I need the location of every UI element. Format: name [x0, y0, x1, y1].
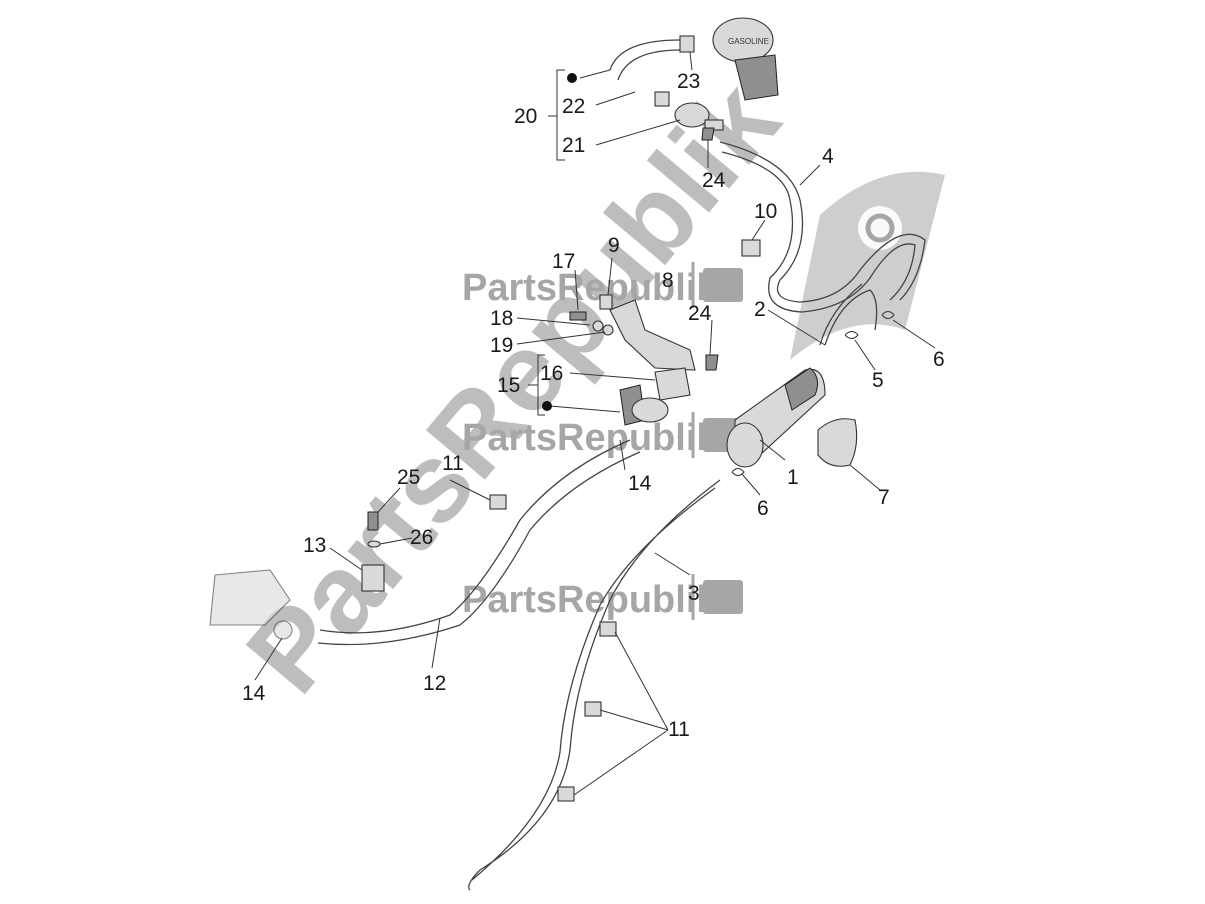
- callout-11-top: 11: [442, 452, 464, 475]
- callout-25: 25: [397, 466, 420, 489]
- solenoid-valve-15: [619, 367, 691, 426]
- callout-6-bottom: 6: [757, 497, 769, 520]
- callout-7: 7: [878, 486, 890, 509]
- callout-15: 15: [497, 374, 520, 397]
- washer-26: [367, 540, 381, 548]
- hose-4: [719, 141, 926, 313]
- callout-22: 22: [562, 95, 585, 118]
- callout-16: 16: [540, 362, 563, 385]
- bullet-dot: [542, 401, 552, 411]
- callout-12: 12: [423, 672, 446, 695]
- callout-23: 23: [677, 70, 700, 93]
- hose-12: [317, 439, 641, 646]
- fuel-cap-label: GASOLINE: [728, 37, 769, 46]
- clip-6-top: [881, 311, 895, 319]
- gear-icon: [703, 268, 743, 302]
- callout-24-top: 24: [702, 169, 726, 192]
- gear-icon: [703, 580, 743, 614]
- callout-9: 9: [608, 234, 620, 257]
- watermark-text: PartsRepublik: [462, 267, 718, 309]
- fuel-cap: GASOLINE: [712, 17, 779, 101]
- bracket-8: [609, 299, 696, 371]
- hose-3: [468, 479, 721, 891]
- clip-11-d: [557, 786, 575, 802]
- callout-6-top: 6: [933, 348, 945, 371]
- callout-26: 26: [410, 526, 433, 549]
- leader-lines: [254, 51, 936, 796]
- callout-18: 18: [490, 307, 513, 330]
- callout-3: 3: [688, 582, 700, 605]
- clamp-10: [741, 239, 761, 257]
- clip-11-b: [599, 621, 617, 637]
- callout-5: 5: [872, 369, 884, 392]
- washer-18: [592, 320, 604, 332]
- watermark-text: PartsRepublik: [462, 579, 718, 621]
- callout-10: 10: [754, 200, 777, 223]
- clip-5: [844, 331, 859, 339]
- watermark-text: PartsRepublik: [462, 417, 718, 459]
- clip-24-mid: [705, 354, 719, 371]
- clip-6-bottom: [731, 468, 745, 476]
- clip-24-top: [701, 127, 715, 141]
- watermark-row-3: PartsRepublik: [462, 574, 743, 621]
- strap-7: [817, 418, 858, 467]
- bolt-25: [367, 511, 379, 531]
- watermark-row-2: PartsRepublik: [462, 412, 743, 459]
- callout-19: 19: [490, 334, 513, 357]
- callout-11-bottom: 11: [668, 718, 690, 741]
- callout-21: 21: [562, 134, 585, 157]
- callout-20: 20: [514, 105, 537, 128]
- bolt-17: [569, 311, 587, 321]
- throttle-body: [209, 569, 293, 640]
- breather-hose-top: [609, 39, 681, 81]
- callout-14-left: 14: [242, 682, 266, 705]
- callout-2: 2: [754, 298, 766, 321]
- nut-9: [599, 294, 613, 310]
- valve-21: [654, 91, 724, 131]
- hose-2: [819, 283, 878, 346]
- clip-23: [679, 35, 695, 53]
- callout-24-mid: 24: [688, 302, 712, 325]
- callout-4: 4: [822, 145, 834, 168]
- callout-1: 1: [787, 466, 799, 489]
- callout-17: 17: [552, 250, 575, 273]
- watermark-flag-icon: [790, 171, 945, 360]
- callout-13: 13: [303, 534, 326, 557]
- callout-14-right: 14: [628, 472, 652, 495]
- callout-8: 8: [662, 269, 674, 292]
- callout-numbers: 1 2 3 4 5 6 6 7 8 9 10 11 11 12 13 14 14…: [242, 70, 945, 741]
- washer-19: [602, 324, 614, 336]
- clip-11-a: [489, 494, 507, 510]
- bullet-dot: [567, 73, 577, 83]
- watermark-row-1: PartsRepublik: [462, 262, 743, 309]
- canister-1: [726, 367, 826, 468]
- clip-11-c: [584, 701, 602, 717]
- clamp-13: [361, 564, 385, 592]
